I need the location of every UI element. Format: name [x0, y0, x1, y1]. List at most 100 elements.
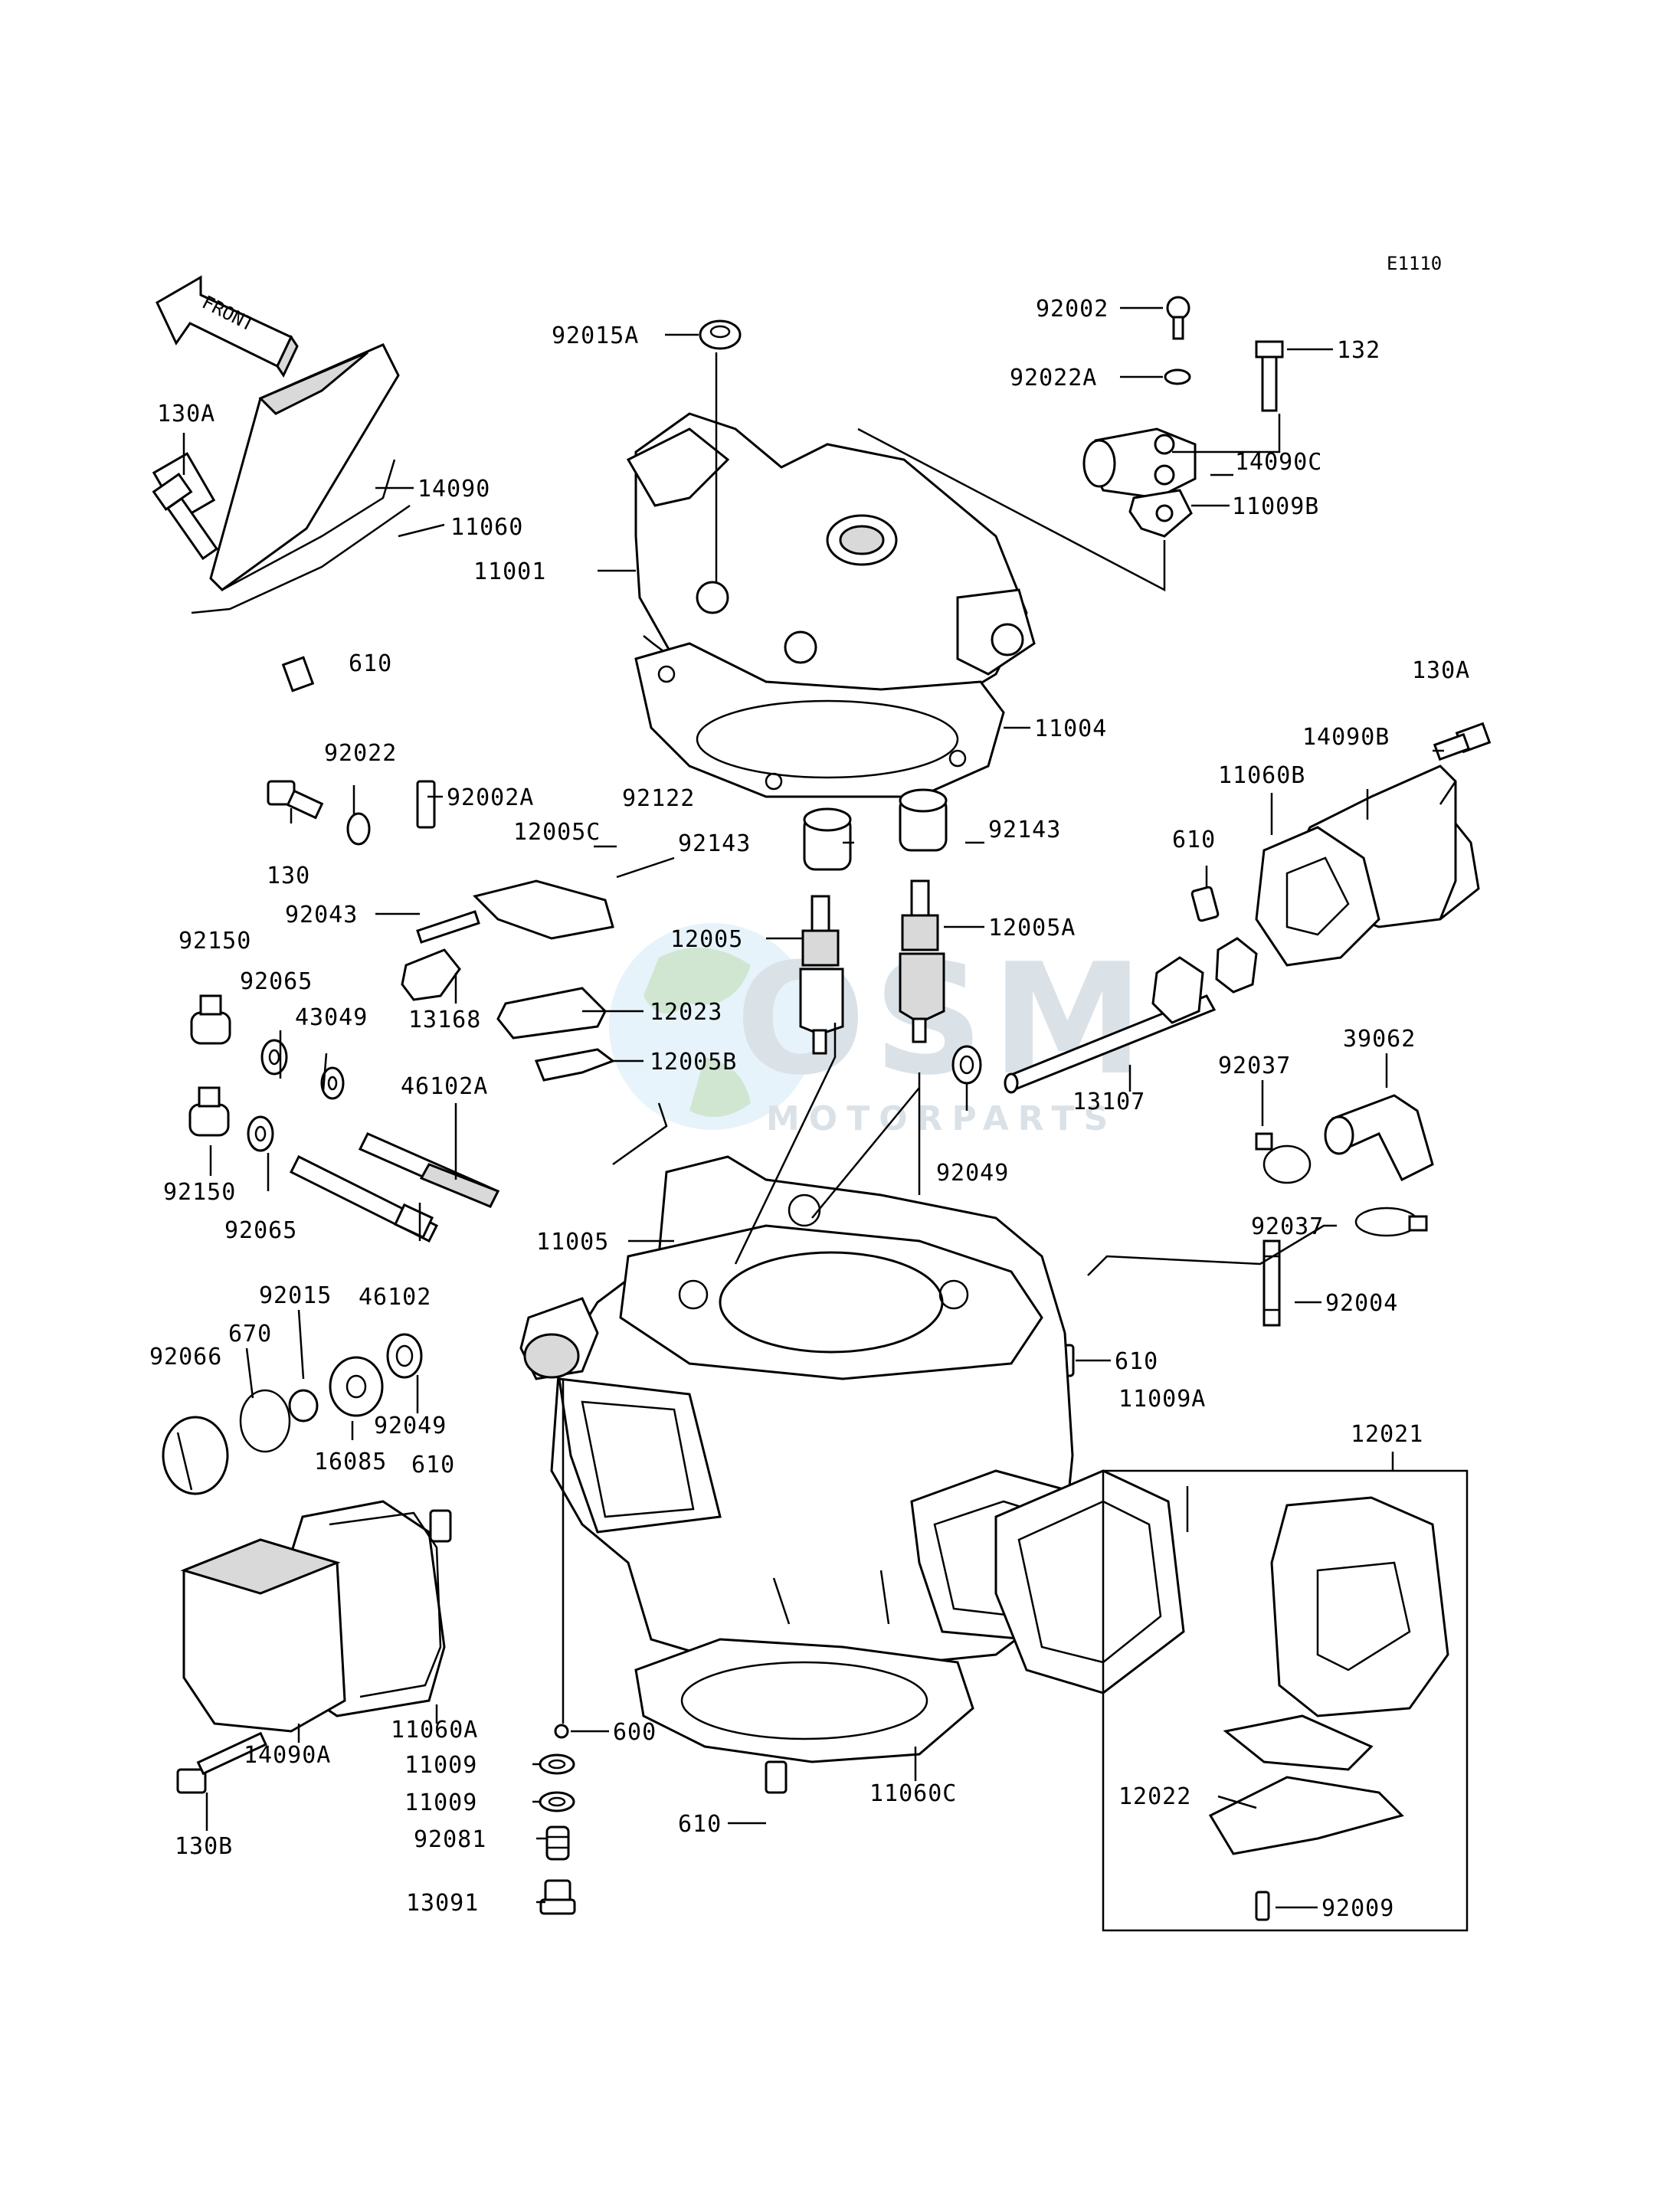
base-gasket-part — [634, 1638, 974, 1763]
diagram-code: E1110 — [1387, 253, 1442, 274]
part-label: 12021 — [1351, 1421, 1423, 1448]
washer-92022 — [346, 812, 371, 846]
collar-92143-b — [899, 788, 948, 852]
part-label: 11005 — [536, 1229, 609, 1256]
gasket-11009a-part — [910, 1469, 1185, 1694]
part-label: 12005A — [988, 915, 1076, 941]
part-label: 92009 — [1321, 1895, 1394, 1922]
part-label: 92049 — [374, 1413, 447, 1439]
part-label: 132 — [1337, 337, 1380, 364]
part-label: 92122 — [622, 785, 695, 812]
part-label: 92015 — [259, 1282, 332, 1309]
nut-92015a — [699, 319, 742, 350]
rod-46102-part — [289, 1154, 439, 1243]
part-label: 92143 — [678, 830, 751, 857]
stud-92004-part — [1262, 1239, 1281, 1327]
washer-92065-b — [247, 1115, 274, 1152]
front-arrow-icon: FRONT — [156, 275, 299, 378]
part-label: 92066 — [149, 1344, 222, 1370]
part-label: 43049 — [295, 1004, 368, 1031]
part-label: 92065 — [240, 968, 313, 995]
part-label: 670 — [228, 1321, 272, 1347]
part-label: 14090B — [1302, 724, 1390, 751]
cap-92066 — [162, 1416, 229, 1495]
part-label: 11009 — [404, 1789, 477, 1816]
plug-92150-b — [188, 1086, 230, 1137]
screw-92002a — [416, 780, 436, 829]
bolt-130 — [267, 780, 324, 820]
ball-600 — [554, 1724, 569, 1739]
screw-92002 — [1166, 296, 1190, 340]
rod-46102a-part — [358, 1132, 500, 1208]
part-label: 130A — [157, 401, 215, 427]
part-label: 610 — [678, 1811, 722, 1838]
head-cover-part — [152, 343, 411, 692]
part-label: 11060A — [391, 1717, 478, 1744]
spring-92081 — [545, 1825, 570, 1861]
leader-lines — [182, 306, 1444, 1909]
part-label: 11060 — [450, 514, 523, 541]
clamp-92037-a — [1255, 1132, 1312, 1184]
water-outlet-part — [1082, 427, 1197, 538]
head-gasket-part — [634, 642, 1005, 798]
part-label: 13091 — [406, 1890, 479, 1917]
pin-92122-part — [616, 856, 675, 879]
part-label: 92002A — [447, 784, 534, 811]
part-label: 92081 — [414, 1826, 486, 1853]
part-label: 12005B — [650, 1049, 737, 1076]
part-label: 12005C — [513, 819, 601, 846]
part-label: 11060B — [1218, 762, 1305, 789]
part-label: 11009B — [1232, 493, 1319, 520]
plug-13091 — [539, 1879, 576, 1915]
collar-92143-a — [803, 807, 852, 871]
part-label: 46102A — [401, 1073, 488, 1100]
washer-11009-b — [539, 1791, 575, 1812]
gasket-11060b-part — [1255, 826, 1380, 967]
part-label: 12022 — [1118, 1783, 1191, 1810]
part-label: 92015A — [552, 323, 639, 349]
plug-92150-a — [190, 994, 231, 1045]
part-label: 610 — [411, 1452, 455, 1478]
shaft-13107-part — [1004, 937, 1258, 1094]
washer-92022a — [1164, 368, 1191, 385]
part-label: 13168 — [408, 1007, 481, 1033]
nut-92015 — [288, 1389, 319, 1423]
part-label: 14090A — [244, 1742, 331, 1769]
dowel-pin-610-a — [1190, 886, 1220, 922]
part-label: 92002 — [1036, 296, 1109, 323]
part-label: 46102 — [359, 1284, 431, 1311]
holder-13168-part — [401, 910, 480, 1001]
bolt-130a-right — [1433, 722, 1492, 761]
part-label: 92022 — [324, 740, 397, 767]
bolt-130a-left — [152, 472, 219, 561]
gear-12005a-part — [899, 879, 945, 1043]
part-label: 92037 — [1251, 1213, 1324, 1240]
part-label: 11009A — [1118, 1386, 1206, 1413]
gear-16085-part — [329, 1356, 384, 1417]
part-label: 11009 — [404, 1752, 477, 1779]
part-label: 14090C — [1235, 449, 1322, 476]
part-label: 92150 — [178, 928, 251, 954]
part-label: 14090 — [418, 476, 490, 503]
part-label: 92065 — [224, 1217, 297, 1244]
part-label: 92143 — [988, 817, 1061, 843]
dowel-pin-610-c — [429, 1509, 452, 1543]
part-label: 39062 — [1343, 1026, 1416, 1053]
hose-39062-part — [1324, 1094, 1434, 1182]
cover-kips-part — [180, 1538, 346, 1733]
watermark-sub: MOTORPARTS — [766, 1099, 1117, 1138]
part-label: 13107 — [1073, 1089, 1145, 1115]
gear-12005-part — [799, 895, 844, 1055]
cylinder-head-part — [626, 412, 1036, 725]
part-label: 92004 — [1325, 1290, 1398, 1317]
part-label: 92022A — [1010, 365, 1097, 391]
part-label: 92037 — [1218, 1053, 1291, 1079]
part-label: 12023 — [650, 999, 722, 1026]
part-label: 92043 — [285, 902, 358, 928]
washer-43049 — [320, 1066, 345, 1100]
bolt-130b — [176, 1731, 267, 1794]
part-label: 130B — [175, 1833, 233, 1860]
part-label: 16085 — [314, 1449, 387, 1475]
part-labels: 92015A 92002 92022A 132 14090C 11009B 13… — [149, 296, 1469, 1922]
